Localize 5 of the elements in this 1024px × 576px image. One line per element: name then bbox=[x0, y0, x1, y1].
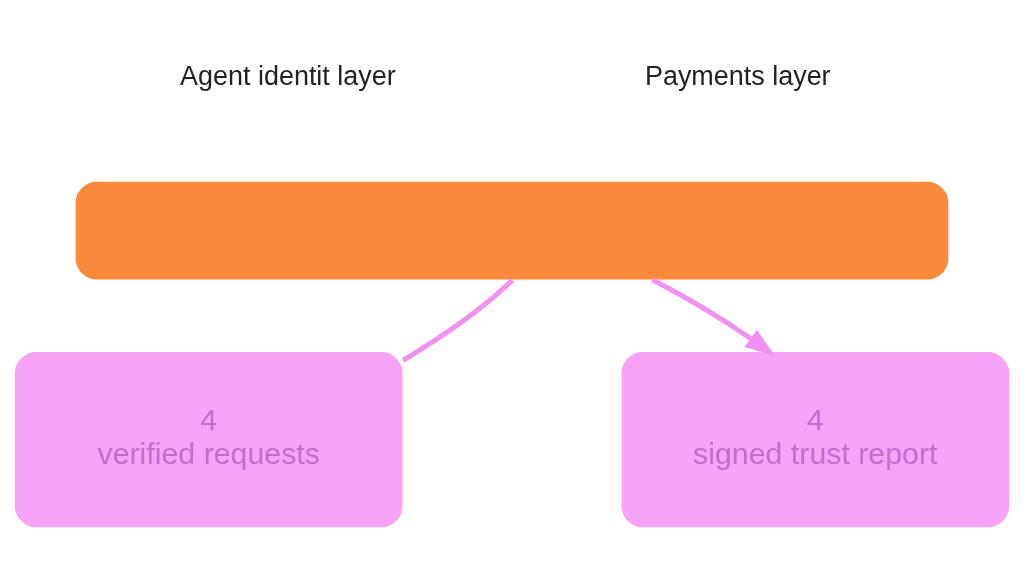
node-bar bbox=[75, 181, 949, 280]
arrow bbox=[651, 277, 776, 357]
label: Payments layer bbox=[644, 61, 831, 92]
label: Agent identit layer bbox=[180, 61, 396, 92]
connector bbox=[401, 278, 514, 363]
